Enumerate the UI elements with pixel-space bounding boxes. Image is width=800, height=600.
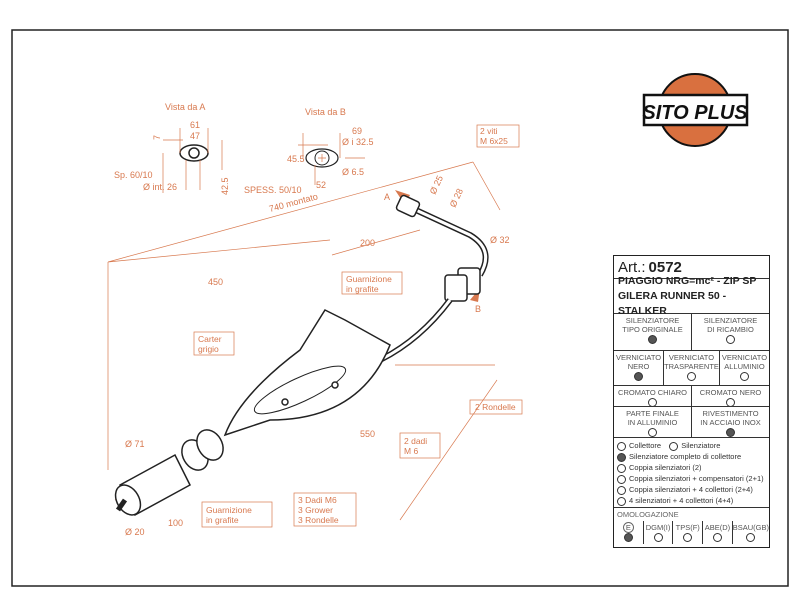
radio-silenziatore[interactable] — [669, 441, 679, 451]
dim-550: 550 — [360, 429, 375, 439]
svg-text:M 6: M 6 — [404, 446, 418, 456]
svg-text:Guarnizione: Guarnizione — [206, 505, 252, 515]
homologation-abe[interactable]: ABE(D) — [703, 521, 733, 544]
dim-200: 200 — [360, 238, 375, 248]
svg-text:42.5: 42.5 — [220, 177, 230, 195]
dim-100: 100 — [168, 518, 183, 528]
svg-text:Carter: Carter — [198, 334, 222, 344]
homologation-tps[interactable]: TPS(F) — [673, 521, 704, 544]
svg-text:3 Dadi M6: 3 Dadi M6 — [298, 495, 337, 505]
svg-text:in grafite: in grafite — [346, 284, 379, 294]
svg-text:M 6x25: M 6x25 — [480, 136, 508, 146]
svg-text:2 dadi: 2 dadi — [404, 436, 427, 446]
svg-text:Ø i 32.5: Ø i 32.5 — [342, 137, 374, 147]
homologation-bsau[interactable]: BSAU(GB) — [733, 521, 769, 544]
radio-collettore[interactable] — [617, 441, 626, 451]
svg-text:in grafite: in grafite — [206, 515, 239, 525]
svg-text:3 Rondelle: 3 Rondelle — [298, 515, 339, 525]
svg-text:Vista da A: Vista da A — [165, 102, 205, 112]
page-frame — [11, 29, 789, 587]
article-label: Art.: — [618, 258, 646, 276]
dim-o28: Ø 28 — [448, 187, 465, 209]
dim-o71: Ø 71 — [125, 439, 145, 449]
model-line: GILERA RUNNER 50 - STALKER — [618, 289, 727, 317]
dim-o20: Ø 20 — [125, 527, 145, 537]
svg-text:7: 7 — [152, 135, 162, 140]
article-number: 0572 — [648, 258, 682, 276]
svg-text:Guarnizione: Guarnizione — [346, 274, 392, 284]
homologation-title: OMOLOGAZIONE — [617, 510, 679, 519]
svg-text:Vista da B: Vista da B — [305, 107, 346, 117]
dim-450: 450 — [208, 277, 223, 287]
svg-text:52: 52 — [316, 180, 326, 190]
svg-text:2 viti: 2 viti — [480, 126, 498, 136]
model-line: PIAGGIO NRG=mc² - ZIP SP — [618, 274, 757, 287]
svg-text:47: 47 — [190, 131, 200, 141]
svg-text:61: 61 — [190, 120, 200, 130]
svg-text:grigio: grigio — [198, 344, 219, 354]
view-a: Vista da A 61 47 7 Sp. 60/10 Ø int. 26 4… — [114, 102, 230, 195]
svg-text:Sp. 60/10: Sp. 60/10 — [114, 170, 153, 180]
logo-text: SITO PLUS — [642, 102, 748, 124]
callout-rondelle: 2 Rondelle — [469, 399, 523, 415]
svg-text:A: A — [384, 192, 390, 202]
homologation-e[interactable]: E — [614, 521, 644, 544]
svg-text:Ø 6.5: Ø 6.5 — [342, 167, 364, 177]
svg-text:Ø int. 26: Ø int. 26 — [143, 182, 177, 192]
view-b: Vista da B 69 Ø i 32.5 45.5 Ø 6.5 SPESS.… — [244, 107, 374, 195]
svg-text:69: 69 — [352, 126, 362, 136]
chrome-light[interactable]: CROMATO CHIARO — [614, 386, 692, 407]
chrome-black[interactable]: CROMATO NERO — [692, 386, 769, 407]
exhaust-parts — [114, 194, 489, 517]
homologation-dgm[interactable]: DGM(I) — [644, 521, 674, 544]
dim-o32: Ø 32 — [490, 235, 510, 245]
dim-o25: Ø 25 — [428, 174, 445, 196]
product-info-table: Art.: 0572 PIAGGIO NRG=mc² - ZIP SP GILE… — [613, 255, 770, 548]
svg-text:3 Grower: 3 Grower — [298, 505, 333, 515]
svg-text:SPESS. 50/10: SPESS. 50/10 — [244, 185, 302, 195]
svg-text:45.5: 45.5 — [287, 154, 305, 164]
svg-text:2 Rondelle: 2 Rondelle — [475, 402, 516, 412]
sito-plus-logo: SITO PLUS — [642, 73, 748, 147]
svg-text:B: B — [475, 304, 481, 314]
